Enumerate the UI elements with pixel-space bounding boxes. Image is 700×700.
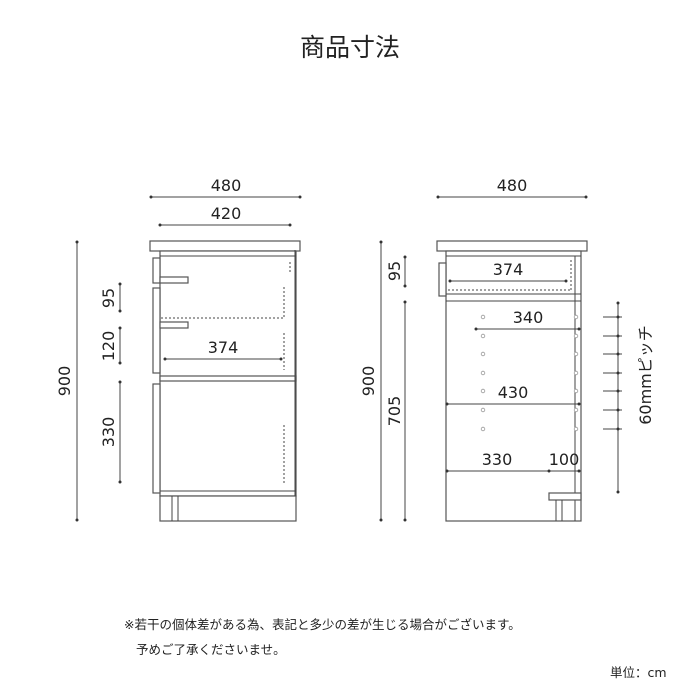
front-width-outer: 480 (211, 176, 242, 195)
note-line-1: ※若干の個体差がある為、表記と多少の差が生じる場合がございます。 (124, 617, 521, 632)
front-drawer-inner-width: 374 (208, 338, 239, 357)
side-width-outer: 480 (497, 176, 528, 195)
front-drawer-top-height: 95 (99, 288, 118, 308)
pitch-scale: 60mmピッチ (603, 301, 655, 494)
side-drawer-inner-width: 374 (493, 260, 524, 279)
front-drawer-mid-height: 120 (99, 331, 118, 362)
side-drawer-height: 95 (385, 261, 404, 281)
front-view: 480 420 374 900 95 120 330 (55, 176, 302, 522)
side-lower-height: 705 (385, 396, 404, 427)
side-bottom-width: 330 (482, 450, 513, 469)
pitch-label: 60mmピッチ (636, 325, 655, 425)
front-height-total: 900 (55, 366, 74, 397)
side-step-width: 100 (549, 450, 580, 469)
side-view: 480 374 340 430 330 100 900 (359, 176, 655, 522)
shelf-pin-holes (480, 314, 579, 432)
unit-label: 単位：cm (610, 665, 667, 680)
side-inner-width: 430 (498, 383, 529, 402)
front-door-height: 330 (99, 417, 118, 448)
front-width-inner: 420 (211, 204, 242, 223)
side-shelf-width: 340 (513, 308, 544, 327)
page-title: 商品寸法 (299, 33, 400, 62)
note-line-2: 予めご了承くださいませ。 (136, 642, 286, 657)
side-height-total: 900 (359, 366, 378, 397)
